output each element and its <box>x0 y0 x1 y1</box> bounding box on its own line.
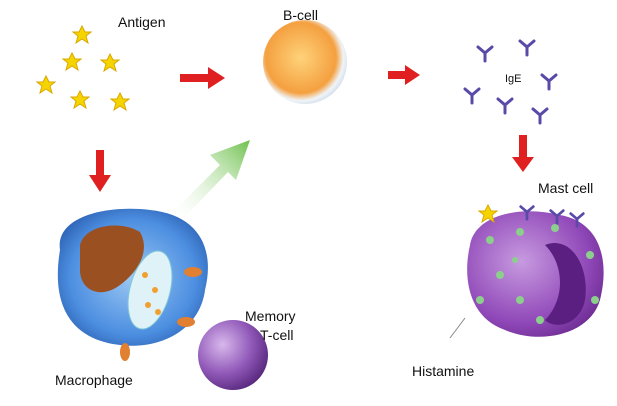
arrow-ige-to-mast <box>512 135 534 172</box>
antigen-label: Antigen <box>118 14 166 30</box>
histamine-pointer <box>449 317 466 339</box>
memory-t-cell <box>198 320 268 390</box>
green-arrow-macrophage-to-bcell <box>170 140 250 222</box>
arrow-antigen-to-bcell <box>180 67 225 89</box>
macrophage <box>57 208 208 361</box>
arrow-bcell-to-ige <box>388 65 420 85</box>
mast-cell-label: Mast cell <box>538 180 594 196</box>
ige-label: IgE <box>505 73 522 85</box>
memory-label: Memory <box>245 308 296 324</box>
macrophage-label: Macrophage <box>55 372 133 388</box>
b-cell <box>263 20 347 104</box>
t-cell-label: T-cell <box>260 327 294 343</box>
antigen-stars <box>36 25 130 111</box>
b-cell-label: B-cell <box>283 7 319 23</box>
arrow-antigen-to-macrophage <box>89 150 111 192</box>
histamine-label: Histamine <box>412 363 475 379</box>
mast-cell <box>467 204 604 337</box>
red-arrows <box>89 65 534 192</box>
